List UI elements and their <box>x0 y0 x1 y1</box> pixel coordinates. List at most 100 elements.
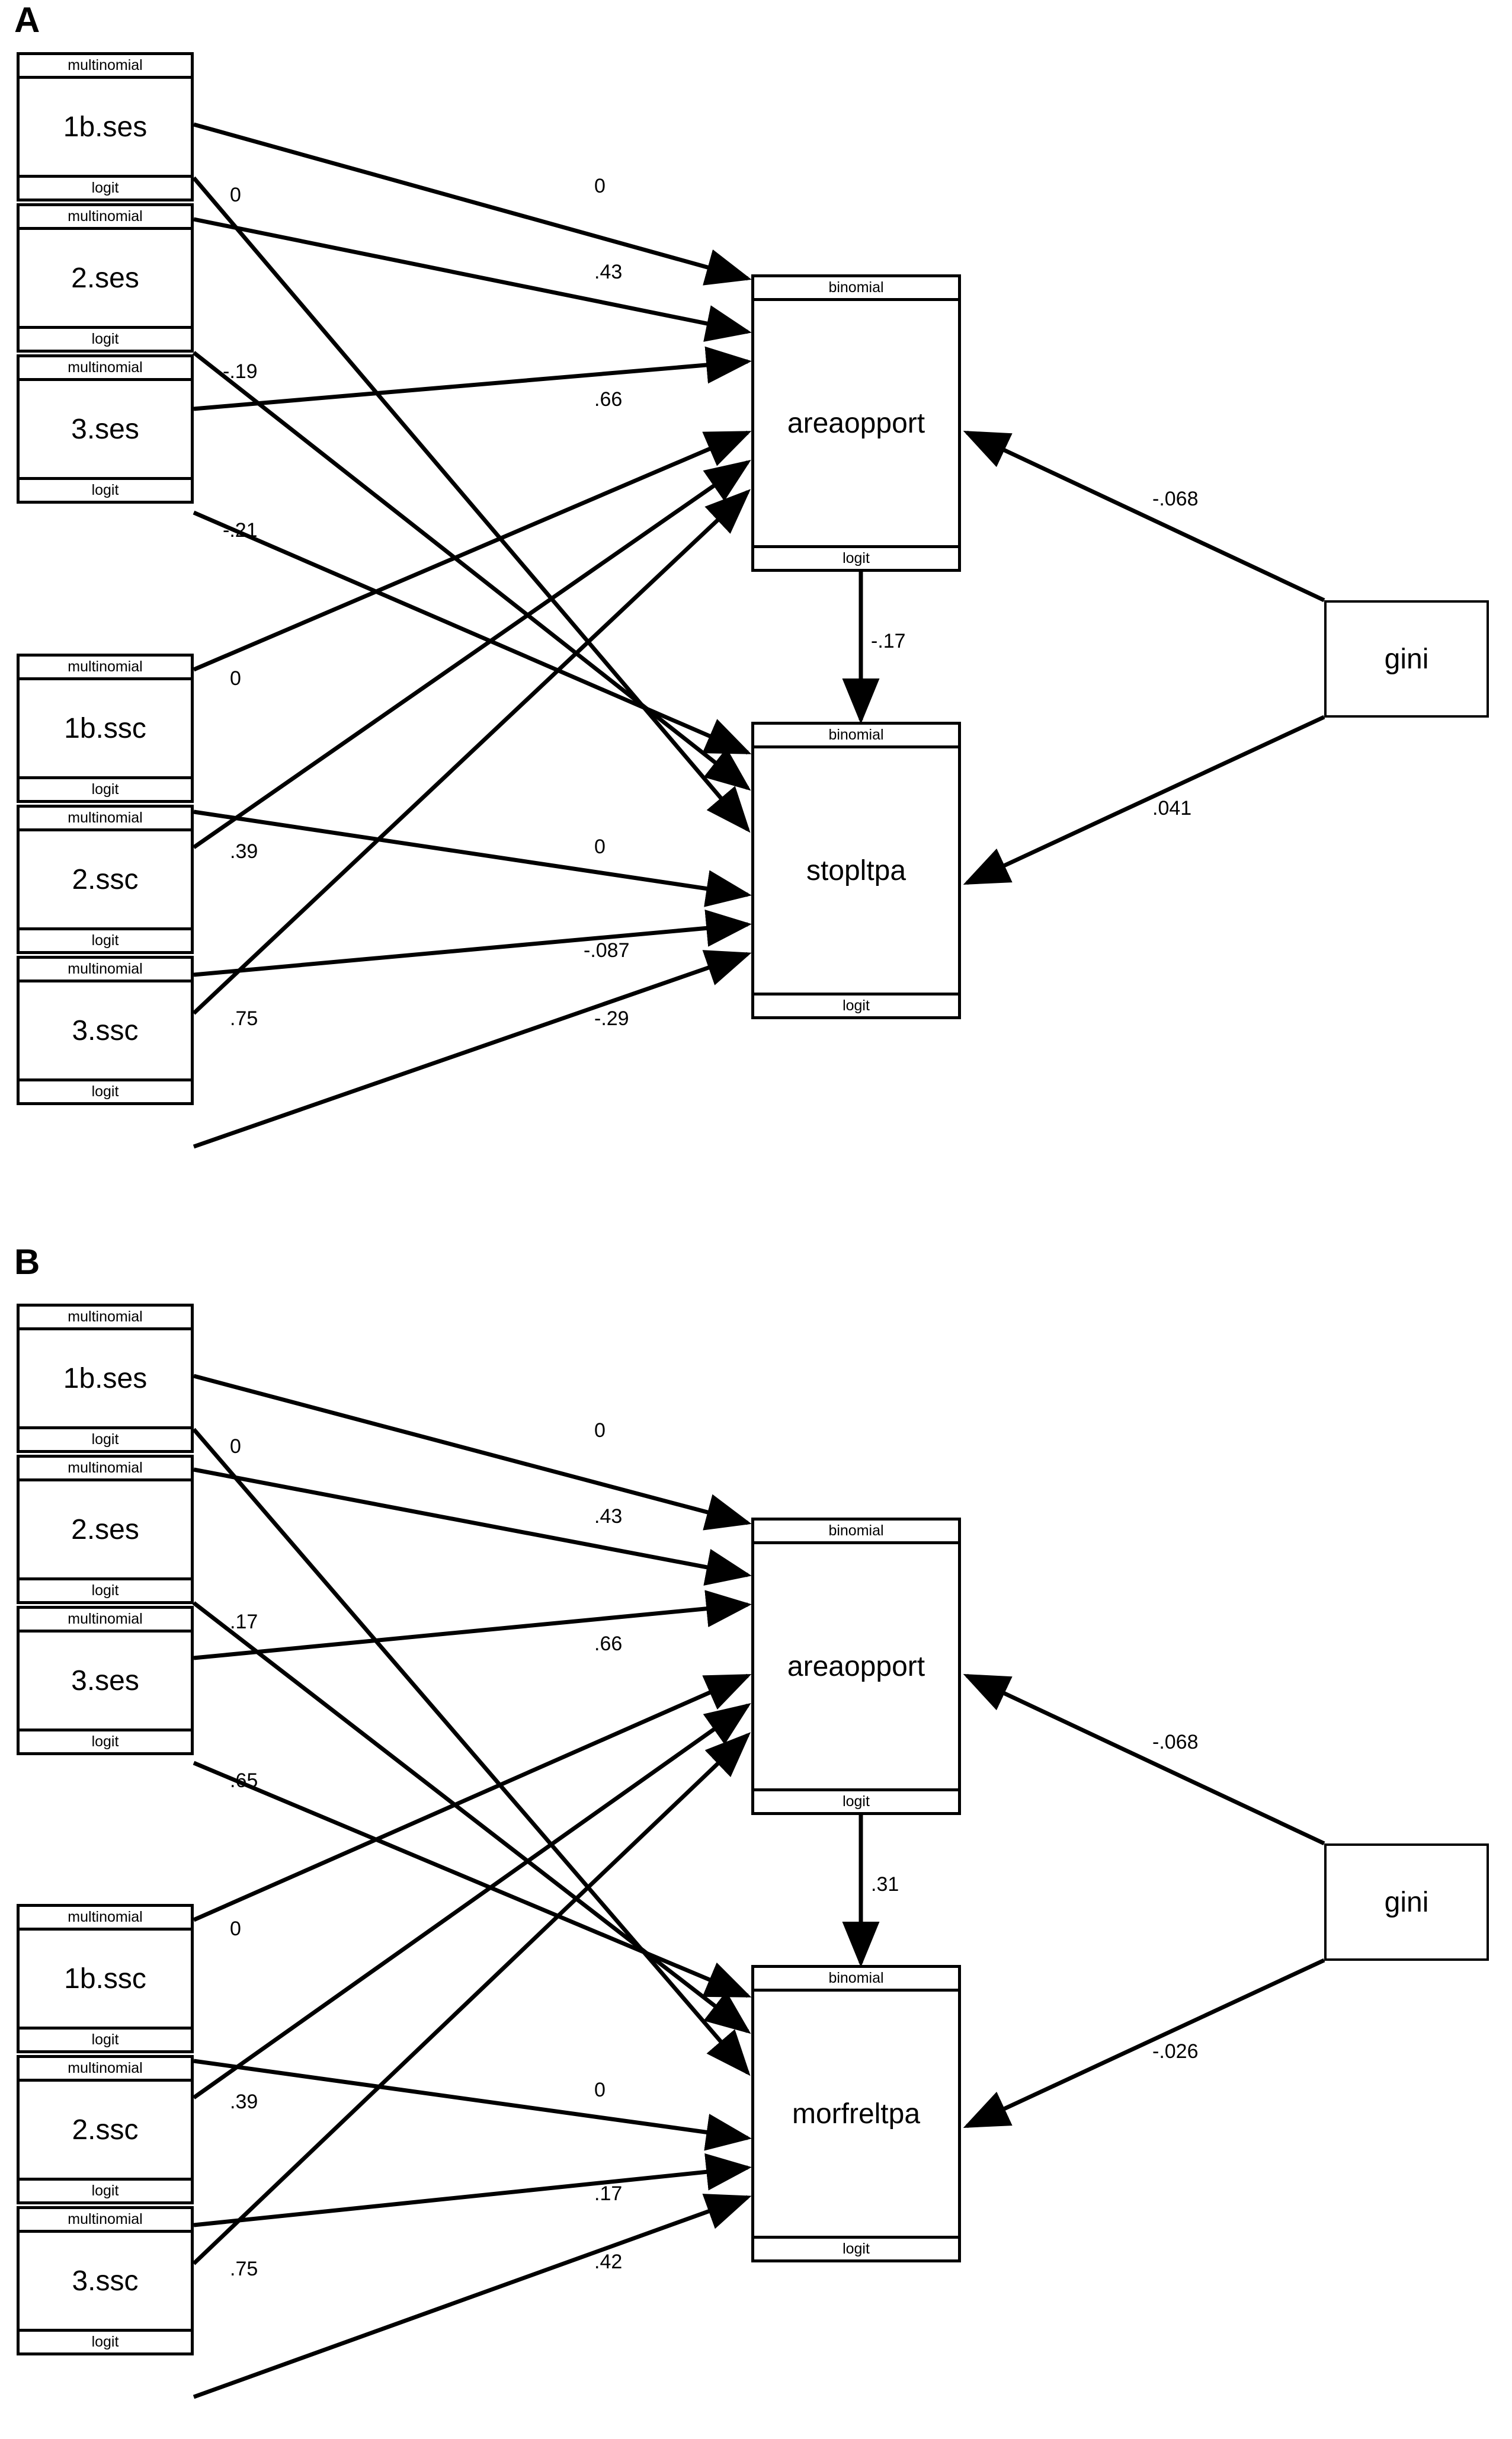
edge-label-gini-stop: .041 <box>1152 797 1192 820</box>
edge-gini-areaopport <box>963 430 1325 603</box>
edge-label-gini-out: -.026 <box>1152 2040 1199 2063</box>
node-ses3-name: 3.ses <box>20 381 191 477</box>
edge-ses3-stopltpa <box>193 510 752 755</box>
node-ses3-top-band: multinomial <box>20 357 191 381</box>
edge-ses1b-areaopport <box>193 1374 752 1531</box>
node-ses1b-top-band: multinomial <box>20 55 191 79</box>
node-areaopport[interactable]: binomial areaopport logit <box>751 274 961 572</box>
node-ses2-top-band: multinomial <box>20 206 191 230</box>
node-ses1b[interactable]: multinomial 1b.ses logit <box>17 52 194 201</box>
node-ssc1b-bottom-band: logit <box>20 776 191 800</box>
node-morfreltpa[interactable]: binomial morfreltpa logit <box>751 1965 961 2262</box>
node-ses3-bottom-band: logit <box>20 1729 191 1752</box>
edge-ses2-stopltpa <box>192 351 751 791</box>
node-ses3-bottom-band: logit <box>20 477 191 501</box>
node-ssc3-name: 3.ssc <box>20 982 191 1078</box>
edge-ssc1b-morfreltpa <box>193 2059 752 2151</box>
node-stopltpa[interactable]: binomial stopltpa logit <box>751 722 961 1019</box>
node-morfreltpa-bottom-band: logit <box>754 2236 958 2259</box>
edge-label-ses-out-17: .17 <box>230 1611 258 1633</box>
node-areaopport-bottom-band: logit <box>754 545 958 569</box>
edge-ssc3-morfreltpa <box>193 2194 752 2399</box>
edge-label-ssc-stop-0: 0 <box>594 836 606 858</box>
edge-label-ssc-out-0: 0 <box>594 2079 606 2101</box>
node-ses1b[interactable]: multinomial 1b.ses logit <box>17 1304 194 1453</box>
node-gini[interactable]: gini <box>1324 1843 1489 1961</box>
node-areaopport-top-band: binomial <box>754 277 958 301</box>
node-ssc2[interactable]: multinomial 2.ssc logit <box>17 805 194 954</box>
node-ssc2-name: 2.ssc <box>20 2082 191 2178</box>
node-ses1b-top-band: multinomial <box>20 1307 191 1330</box>
edge-ssc3-areaopport <box>192 489 751 1015</box>
edge-label-ses-out-65: .65 <box>230 1769 258 1792</box>
node-areaopport-top-band: binomial <box>754 1521 958 1544</box>
edge-ses3-morfreltpa <box>193 1761 752 1998</box>
edge-label-ssc-area-0: 0 <box>230 1918 241 1940</box>
edge-gini-stopltpa <box>963 715 1325 885</box>
edge-label-gini-area: -.068 <box>1152 1731 1199 1753</box>
node-ses2-name: 2.ses <box>20 230 191 326</box>
edge-gini-morfreltpa <box>963 1958 1325 2128</box>
edge-ssc3-stopltpa <box>193 950 752 1149</box>
edge-label-ses-stop-19: -.19 <box>223 360 258 383</box>
edge-ssc1b-stopltpa <box>193 809 752 907</box>
node-ssc1b-top-band: multinomial <box>20 657 191 680</box>
edge-ses2-areaopport <box>193 217 752 342</box>
node-ses3-name: 3.ses <box>20 1633 191 1729</box>
edge-ses3-areaopport <box>193 1590 752 1660</box>
edge-label-area-out: .31 <box>871 1873 899 1896</box>
panel-b-edges <box>192 1374 1325 2399</box>
node-ssc1b-name: 1b.ssc <box>20 680 191 776</box>
node-ssc1b[interactable]: multinomial 1b.ssc logit <box>17 654 194 803</box>
node-ssc2-name: 2.ssc <box>20 831 191 927</box>
edge-ses1b-stopltpa <box>192 176 751 833</box>
node-ses2-top-band: multinomial <box>20 1458 191 1481</box>
edge-ssc3-areaopport <box>192 1732 751 2265</box>
panel-a: A <box>0 0 1512 1197</box>
node-stopltpa-bottom-band: logit <box>754 993 958 1016</box>
node-gini-name: gini <box>1384 603 1429 715</box>
node-gini[interactable]: gini <box>1324 600 1489 718</box>
edge-label-ssc-area-39: .39 <box>230 2091 258 2113</box>
edge-label-ses-area-0: 0 <box>594 175 606 197</box>
node-ssc3-top-band: multinomial <box>20 959 191 982</box>
node-morfreltpa-top-band: binomial <box>754 1968 958 1992</box>
edge-ssc2-morfreltpa <box>193 2153 752 2227</box>
node-stopltpa-name: stopltpa <box>754 748 958 993</box>
node-areaopport-bottom-band: logit <box>754 1788 958 1812</box>
node-ses1b-bottom-band: logit <box>20 175 191 199</box>
node-ssc2-bottom-band: logit <box>20 927 191 951</box>
edge-label-ssc-out-17: .17 <box>594 2182 623 2205</box>
edge-ssc1b-areaopport <box>193 430 752 672</box>
node-ses2[interactable]: multinomial 2.ses logit <box>17 1455 194 1604</box>
edge-label-gini-area: -.068 <box>1152 488 1199 510</box>
edge-label-ses-stop-21: -.21 <box>223 519 258 542</box>
node-ssc3[interactable]: multinomial 3.ssc logit <box>17 956 194 1105</box>
edge-label-area-stop: -.17 <box>871 630 906 652</box>
edge-label-ses-area-0: 0 <box>594 1419 606 1442</box>
node-ssc3-name: 3.ssc <box>20 2233 191 2329</box>
node-areaopport[interactable]: binomial areaopport logit <box>751 1518 961 1815</box>
node-ssc1b[interactable]: multinomial 1b.ssc logit <box>17 1904 194 2053</box>
node-ssc3-top-band: multinomial <box>20 2209 191 2233</box>
node-ses2[interactable]: multinomial 2.ses logit <box>17 203 194 353</box>
panel-a-edges <box>192 122 1325 1149</box>
edge-label-ssc-area-75: .75 <box>230 2258 258 2280</box>
node-ses3[interactable]: multinomial 3.ses logit <box>17 1606 194 1755</box>
edge-label-ses-area-66: .66 <box>594 388 623 411</box>
node-ssc2-bottom-band: logit <box>20 2178 191 2201</box>
node-ses3[interactable]: multinomial 3.ses logit <box>17 354 194 504</box>
node-ses1b-bottom-band: logit <box>20 1426 191 1450</box>
node-ssc2[interactable]: multinomial 2.ssc logit <box>17 2055 194 2204</box>
node-ses2-name: 2.ses <box>20 1481 191 1577</box>
node-ssc3[interactable]: multinomial 3.ssc logit <box>17 2206 194 2355</box>
edge-gini-areaopport <box>963 1673 1325 1846</box>
edge-ssc2-stopltpa <box>193 909 752 977</box>
edge-label-ssc-area-39: .39 <box>230 840 258 863</box>
node-ses1b-name: 1b.ses <box>20 79 191 175</box>
node-ssc2-top-band: multinomial <box>20 2058 191 2082</box>
edge-label-ses-stop-0: 0 <box>230 184 241 206</box>
panel-a-label: A <box>14 0 40 40</box>
node-ses2-bottom-band: logit <box>20 1577 191 1601</box>
node-morfreltpa-name: morfreltpa <box>754 1992 958 2236</box>
